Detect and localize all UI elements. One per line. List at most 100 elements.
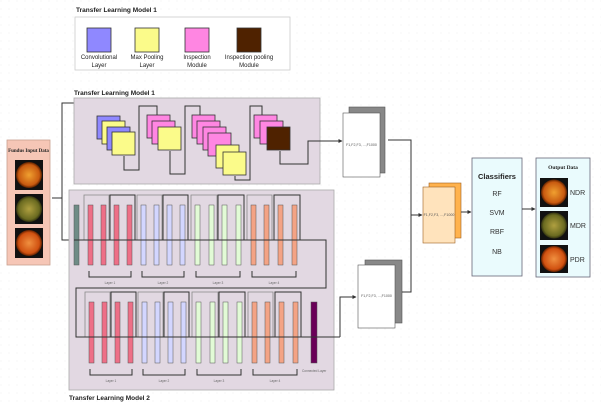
model2-row1-layer4-bar4 [291, 204, 298, 266]
layer-bracket [196, 369, 242, 376]
classifier-rbf: RBF [490, 229, 504, 236]
layer-bracket [141, 271, 185, 278]
skip-connection [247, 291, 274, 337]
model1-block-13 [222, 151, 247, 176]
model2-row1-layer2-bar1 [140, 204, 147, 266]
model2-output-arrow [339, 295, 357, 337]
output-image-mdr [541, 212, 567, 239]
model2-row2-layer1-bar2 [101, 301, 108, 364]
legend-swatch-3 [184, 27, 210, 53]
model2-connected-layer-bar [310, 301, 318, 364]
model2-row1-layer4-bar1 [250, 204, 257, 266]
skip-connection [83, 194, 110, 240]
model2-row2-layer3-bar3 [222, 301, 229, 364]
connected-layer-label: Connected Layer [302, 369, 327, 373]
skip-connection [110, 291, 137, 337]
model2-row2-layer1-bar3 [114, 301, 121, 364]
model2-row1-layer1-bar4 [126, 204, 133, 266]
skip-connection [137, 291, 164, 337]
skip-connection [246, 194, 273, 240]
model2-row2-layer4-bar2 [264, 301, 271, 364]
model2-row2-layer2-bar3 [167, 301, 174, 364]
feature-top-text: F1,F2,F3, ...,F1000 [346, 143, 377, 147]
model2-row1-layer2-bar4 [179, 204, 186, 266]
model2-row2-layer3-bar1 [195, 301, 202, 364]
feature-fused-text: F1,F2,F3, ...,F1000 [424, 213, 455, 217]
feature-vector-top: F1,F2,F3, ...,F1000 [342, 106, 386, 178]
legend-label-4-line1: Inspection pooling [225, 55, 273, 61]
model1-block-16 [266, 126, 291, 151]
model1-block-4 [111, 131, 136, 156]
model2-row2-layer4-bar4 [292, 301, 299, 364]
model2-row2-layer3-bar2 [209, 301, 216, 364]
model2-row1-layer2-bar3 [166, 204, 173, 266]
layer-bracket [252, 369, 298, 376]
model2-row1-layer3-bar3 [221, 204, 228, 266]
model2-row2-layer-label-2: Layer 2 [159, 379, 170, 383]
legend-swatch-4 [236, 27, 262, 53]
model2-row1-layer4-bar3 [277, 204, 284, 266]
fundus-image-1 [16, 162, 42, 188]
classifier-svm: SVM [489, 210, 504, 217]
model2-row2-layer-label-1: Layer 1 [106, 379, 117, 383]
legend-label-1-line1: Convolutional [81, 55, 117, 61]
skip-connection [217, 194, 245, 240]
skip-connection [162, 194, 189, 240]
model2-row2-layer2-bar2 [154, 301, 161, 364]
classifier-nb: NB [492, 249, 502, 256]
classifiers-box [471, 157, 523, 277]
feature-vector-fused: F1,F2,F3, ...,F1000 [422, 182, 462, 244]
skip-connection [109, 194, 136, 240]
skip-connection [191, 291, 219, 337]
model1-block-7 [157, 126, 182, 151]
model1-title: Transfer Learning Model 1 [74, 90, 155, 97]
legend-title: Transfer Learning Model 1 [76, 7, 157, 14]
legend-label-3-line2: Module [187, 63, 207, 69]
fundus-input-title: Fundus Input Data [8, 149, 49, 154]
model2-row2-layer4-bar1 [251, 301, 258, 364]
skip-connection [136, 194, 163, 240]
model2-row1-layer3-bar1 [194, 204, 201, 266]
model2-row2-layer-label-3: Layer 3 [214, 379, 225, 383]
model2-box [68, 189, 335, 391]
layer-bracket [88, 271, 132, 278]
model2-title: Transfer Learning Model 2 [69, 395, 150, 402]
model2-main-path [74, 239, 340, 338]
model2-row1-layer-label-4: Layer 4 [269, 281, 280, 285]
model1-connectors [123, 105, 340, 181]
legend-label-4-line2: Module [239, 63, 259, 69]
legend-label-3-line1: Inspection [183, 55, 210, 61]
model2-row1-layer1-bar1 [87, 204, 94, 266]
model2-row2-layer-label-4: Layer 4 [270, 379, 281, 383]
legend-label-1-line2: Layer [91, 63, 106, 69]
skip-connection [273, 194, 301, 240]
output-class-mdr: MDR [570, 223, 586, 230]
model2-row1-layer-label-2: Layer 2 [158, 281, 169, 285]
skip-connection [190, 194, 218, 240]
feature-vector-bottom: F1,F2,F3, ...,F1000 [357, 259, 403, 329]
output-image-pdr [541, 246, 567, 272]
layer-bracket [89, 369, 133, 376]
skip-connection [274, 291, 302, 337]
skip-connection [84, 291, 111, 337]
model2-row1-layer-label-1: Layer 1 [105, 281, 116, 285]
skip-connection [218, 291, 246, 337]
fundus-image-3 [16, 230, 42, 256]
legend-label-2-line1: Max Pooling [130, 55, 163, 61]
output-image-ndr [541, 179, 567, 206]
model2-row1-layer2-bar2 [153, 204, 160, 266]
feature-bottom-text: F1,F2,F3, ...,F1000 [361, 294, 392, 298]
model2-row2-layer4-bar3 [278, 301, 285, 364]
model2-stem-bar [73, 204, 80, 266]
model2-row2-layer1-bar4 [127, 301, 134, 364]
classifiers-title: Classifiers [478, 172, 516, 181]
legend-swatch-1 [86, 27, 112, 53]
output-class-ndr: NDR [570, 190, 585, 197]
model2-row2-layer1-bar1 [88, 301, 95, 364]
classifier-rf: RF [492, 191, 501, 198]
layer-bracket [142, 369, 186, 376]
model2-row1-layer3-bar2 [208, 204, 215, 266]
model2-row2-layer2-bar4 [180, 301, 187, 364]
layer-bracket [195, 271, 241, 278]
